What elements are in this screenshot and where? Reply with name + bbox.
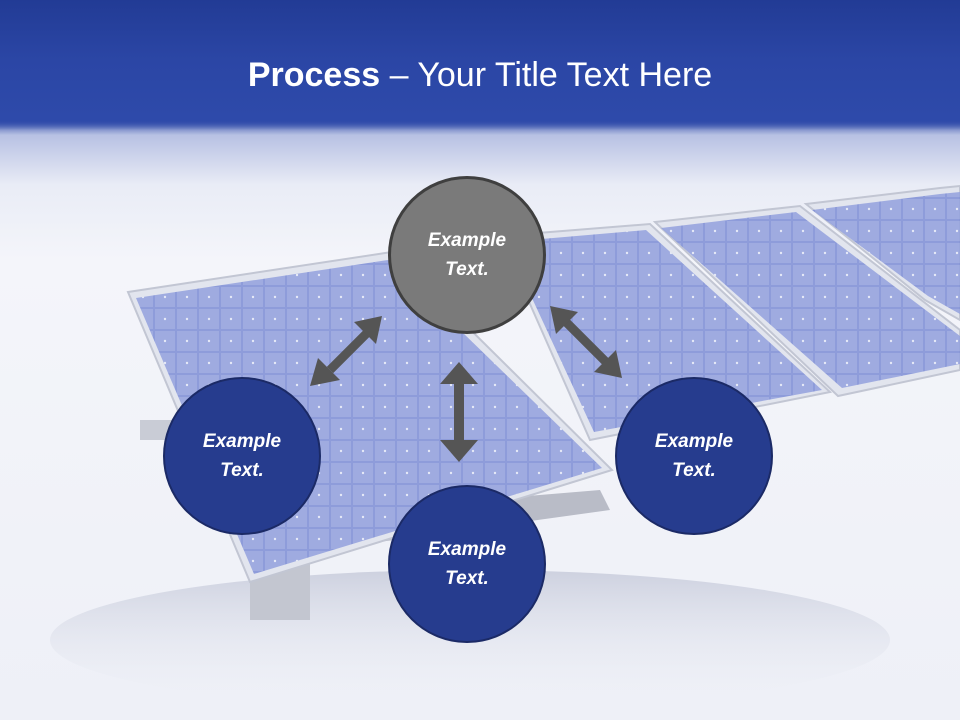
slide-title: Process – Your Title Text Here: [0, 50, 960, 100]
title-bold: Process: [247, 56, 381, 94]
node-label-line2: Text.: [445, 259, 489, 280]
node-label-line1: Example: [202, 431, 282, 452]
right-node: Example Text.: [615, 377, 773, 535]
double-arrow-right: [550, 306, 622, 378]
node-label-line1: Example: [427, 539, 507, 560]
node-label-line2: Text.: [672, 460, 716, 481]
left-node: Example Text.: [163, 377, 321, 535]
double-arrow-vertical: [440, 362, 478, 462]
bottom-node: Example Text.: [388, 485, 546, 643]
center-node: Example Text.: [388, 176, 546, 334]
node-label-line1: Example: [654, 431, 734, 452]
double-arrow-left: [310, 316, 382, 386]
node-label-line2: Text.: [220, 460, 264, 481]
node-label-line2: Text.: [445, 568, 489, 589]
node-label-line1: Example: [427, 230, 507, 251]
header-bar: [0, 0, 960, 130]
title-rest: – Your Title Text Here: [380, 56, 713, 94]
